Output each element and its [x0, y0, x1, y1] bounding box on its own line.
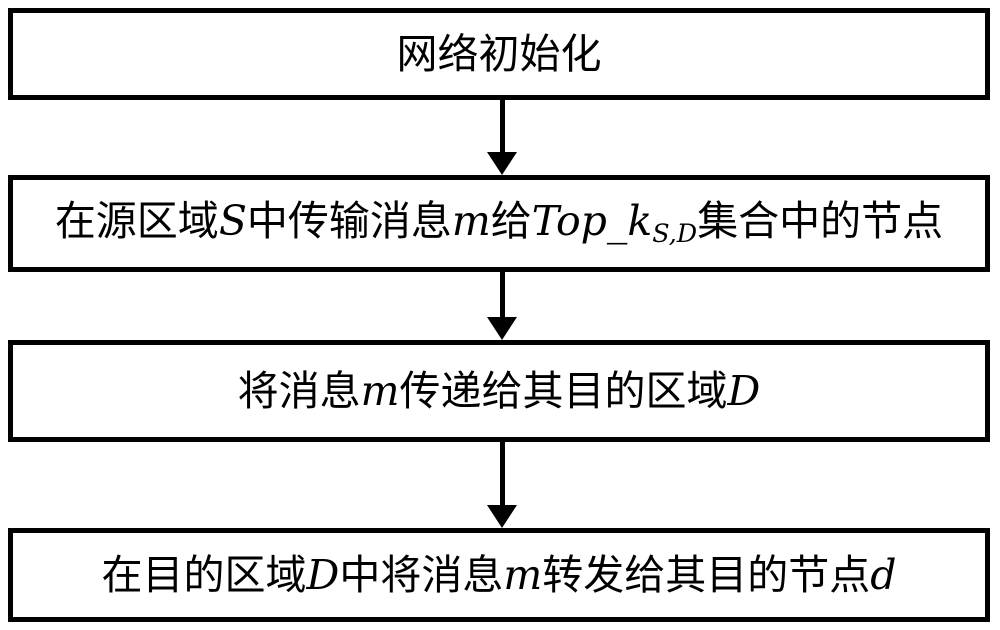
label-segment: 中将消息 [339, 550, 504, 599]
variable-source-region: S [218, 197, 247, 246]
variable-message: m [451, 197, 491, 246]
variable-message: m [503, 550, 543, 599]
connector-arrow-2 [485, 272, 519, 340]
connector-arrow-3 [485, 442, 519, 528]
process-label-step-3: 将消息m传递给其目的区域D [238, 369, 761, 413]
label-segment: 转发给其目的节点 [542, 550, 871, 599]
variable-topk-subscript: S,D [652, 218, 698, 249]
label-segment: 传递给其目的区域 [399, 366, 728, 415]
variable-message: m [360, 366, 400, 415]
arrow-shaft [500, 442, 505, 505]
label-segment: 在目的区域 [101, 550, 307, 599]
process-label-step-1: 网络初始化 [396, 29, 602, 78]
arrow-head-icon [487, 505, 517, 528]
process-box-step-3: 将消息m传递给其目的区域D [8, 340, 990, 442]
process-label-step-2: 在源区域S中传输消息m给Top_kS,D集合中的节点 [55, 199, 943, 248]
process-box-step-2: 在源区域S中传输消息m给Top_kS,D集合中的节点 [8, 175, 990, 272]
variable-destination-region: D [306, 550, 340, 599]
variable-destination-node: d [870, 550, 897, 599]
process-box-step-4: 在目的区域D中将消息m转发给其目的节点d [8, 528, 990, 622]
label-segment: 中传输消息 [246, 197, 452, 246]
arrow-shaft [500, 272, 505, 317]
label-segment: 集合中的节点 [697, 197, 944, 246]
variable-destination-region: D [727, 366, 761, 415]
label-segment: 将消息 [237, 366, 361, 415]
label-segment: 在源区域 [54, 197, 219, 246]
label-segment: 给 [490, 197, 532, 246]
connector-arrow-1 [485, 100, 519, 175]
arrow-head-icon [487, 152, 517, 175]
arrow-head-icon [487, 317, 517, 340]
variable-topk: Top_k [531, 197, 653, 246]
arrow-shaft [500, 100, 505, 152]
process-box-step-1: 网络初始化 [8, 8, 990, 100]
process-label-step-4: 在目的区域D中将消息m转发给其目的节点d [101, 553, 896, 597]
